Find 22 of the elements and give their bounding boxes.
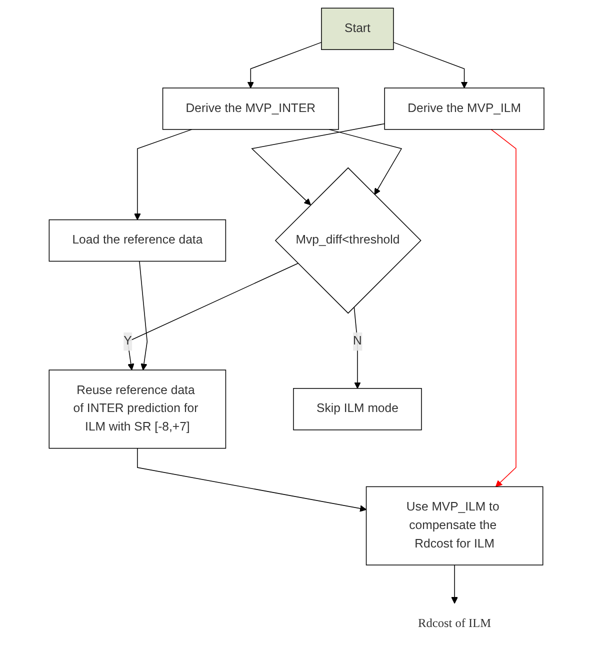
node-text: Rdcost of ILM — [418, 617, 492, 630]
node-box: Skip ILM mode — [294, 388, 422, 430]
node-box: Start — [322, 8, 394, 50]
arrow — [491, 129, 517, 487]
node-box: Reuse reference data of INTER prediction for ILM with SR [-8,+7] — [49, 370, 227, 449]
edge-label: Y — [124, 334, 132, 348]
arrow — [452, 564, 458, 604]
node-diamond: Mvp_diff<threshold — [275, 167, 422, 314]
arrow — [252, 123, 386, 206]
arrow — [329, 129, 403, 195]
node-box: Derive the MVP_ILM — [384, 88, 545, 130]
arrow — [354, 306, 362, 389]
node-box: Use MVP_ILM to compensate the Rdcost for ILM — [366, 486, 544, 566]
edge-label: N — [353, 334, 362, 348]
arrow — [248, 42, 322, 88]
arrow — [394, 42, 468, 88]
node-box: Derive the MVP_INTER — [162, 88, 340, 130]
arrow — [137, 448, 368, 512]
arrow — [134, 129, 193, 220]
arrow — [139, 260, 148, 370]
arrow — [128, 263, 299, 370]
node-box: Load the reference data — [49, 219, 226, 262]
